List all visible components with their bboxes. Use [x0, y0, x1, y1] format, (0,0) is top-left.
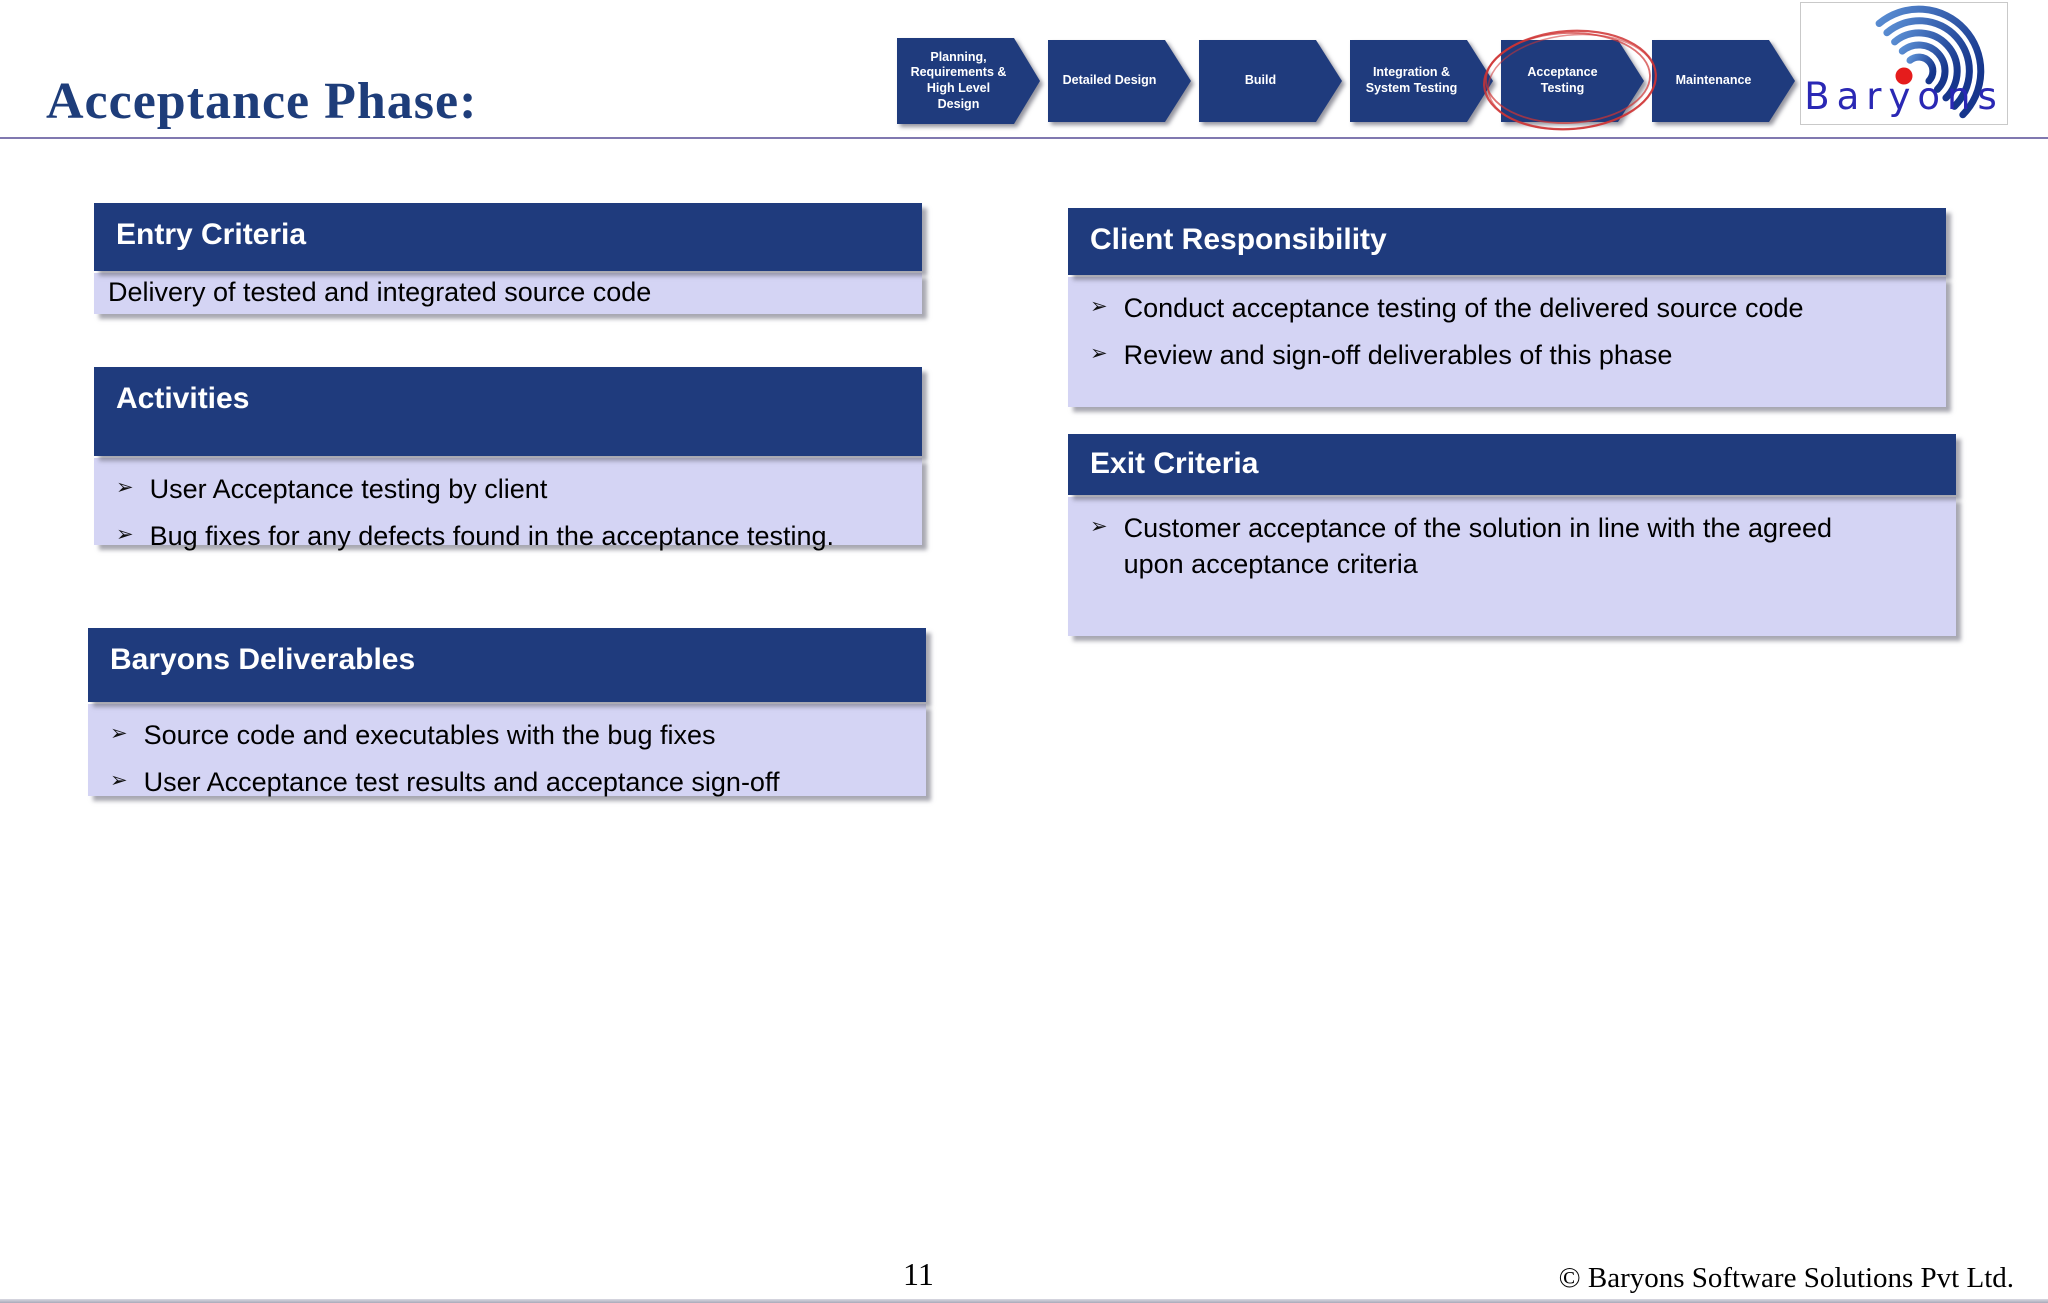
arrow-bullet-icon: ➢	[1090, 342, 1108, 366]
activities-box: Activities ➢ User Acceptance testing by …	[94, 367, 922, 551]
client-responsibility-box: Client Responsibility ➢ Conduct acceptan…	[1068, 208, 1946, 407]
entry-criteria-box: Entry Criteria Delivery of tested and in…	[94, 203, 922, 314]
bullet-item: ➢ Conduct acceptance testing of the deli…	[1068, 290, 1946, 326]
bullet-text: Bug fixes for any defects found in the a…	[149, 521, 835, 552]
header-divider	[0, 137, 2048, 139]
baryons-deliverables-box: Baryons Deliverables ➢ Source code and e…	[88, 628, 926, 797]
arrow-bullet-icon: ➢	[116, 523, 134, 547]
chevron-arrow-shape: Detailed Design	[1048, 40, 1191, 122]
logo-wordmark: Baryons	[1804, 75, 2004, 118]
process-flow: Planning, Requirements & High Level Desi…	[897, 38, 1795, 124]
logo-red-dot	[1895, 67, 1913, 85]
slide-bottom-edge	[0, 1299, 2048, 1303]
bullet-text: Source code and executables with the bug…	[143, 720, 716, 750]
box-title: Baryons Deliverables	[88, 628, 926, 702]
bullet-item: ➢ Bug fixes for any defects found in the…	[94, 518, 922, 554]
chevron-arrow-shape: Build	[1199, 40, 1342, 122]
process-step-acceptance-testing: Acceptance Testing	[1501, 40, 1644, 122]
bullet-item: ➢ Source code and executables with the b…	[88, 717, 926, 753]
box-title: Activities	[94, 367, 922, 456]
chevron-arrow-shape: Maintenance	[1652, 40, 1795, 122]
bullet-item: ➢ User Acceptance test results and accep…	[88, 764, 926, 800]
chevron-arrow-shape: Integration & System Testing	[1350, 40, 1493, 122]
chevron-arrow-shape: Acceptance Testing	[1501, 40, 1644, 122]
process-step-planning: Planning, Requirements & High Level Desi…	[897, 38, 1040, 124]
copyright-text: © Baryons Software Solutions Pvt Ltd.	[1558, 1262, 2014, 1294]
arrow-bullet-icon: ➢	[1090, 515, 1108, 538]
arrow-bullet-icon: ➢	[110, 722, 128, 745]
bullet-text: User Acceptance test results and accepta…	[143, 767, 780, 798]
arrow-bullet-icon: ➢	[116, 476, 134, 499]
bullet-item: ➢ User Acceptance testing by client	[94, 471, 922, 507]
process-step-build: Build	[1199, 40, 1342, 122]
bullet-text: Review and sign-off deliverables of this…	[1123, 340, 1673, 371]
bullet-item: ➢ Customer acceptance of the solution in…	[1068, 510, 1956, 583]
page-number: 11	[903, 1256, 934, 1292]
process-step-maintenance: Maintenance	[1652, 40, 1795, 122]
bullet-text: Customer acceptance of the solution in l…	[1123, 513, 1833, 580]
process-step-integration-system-testing: Integration & System Testing	[1350, 40, 1493, 122]
arrow-bullet-icon: ➢	[110, 769, 128, 793]
bullet-text: Conduct acceptance testing of the delive…	[1123, 293, 1804, 323]
logo-signal-arcs-icon	[1875, 5, 1985, 119]
bullet-text: User Acceptance testing by client	[149, 474, 548, 504]
box-title: Entry Criteria	[94, 203, 922, 271]
chevron-arrow-shape: Planning, Requirements & High Level Desi…	[897, 38, 1040, 124]
page-title: Acceptance Phase:	[46, 73, 478, 130]
box-title: Exit Criteria	[1068, 434, 1956, 495]
box-title: Client Responsibility	[1068, 208, 1946, 275]
arrow-bullet-icon: ➢	[1090, 295, 1108, 318]
entry-criteria-text: Delivery of tested and integrated source…	[108, 277, 652, 307]
process-step-detailed-design: Detailed Design	[1048, 40, 1191, 122]
bullet-item: ➢ Review and sign-off deliverables of th…	[1068, 337, 1946, 373]
exit-criteria-box: Exit Criteria ➢ Customer acceptance of t…	[1068, 434, 1956, 636]
company-logo: Baryons	[1800, 2, 2008, 125]
